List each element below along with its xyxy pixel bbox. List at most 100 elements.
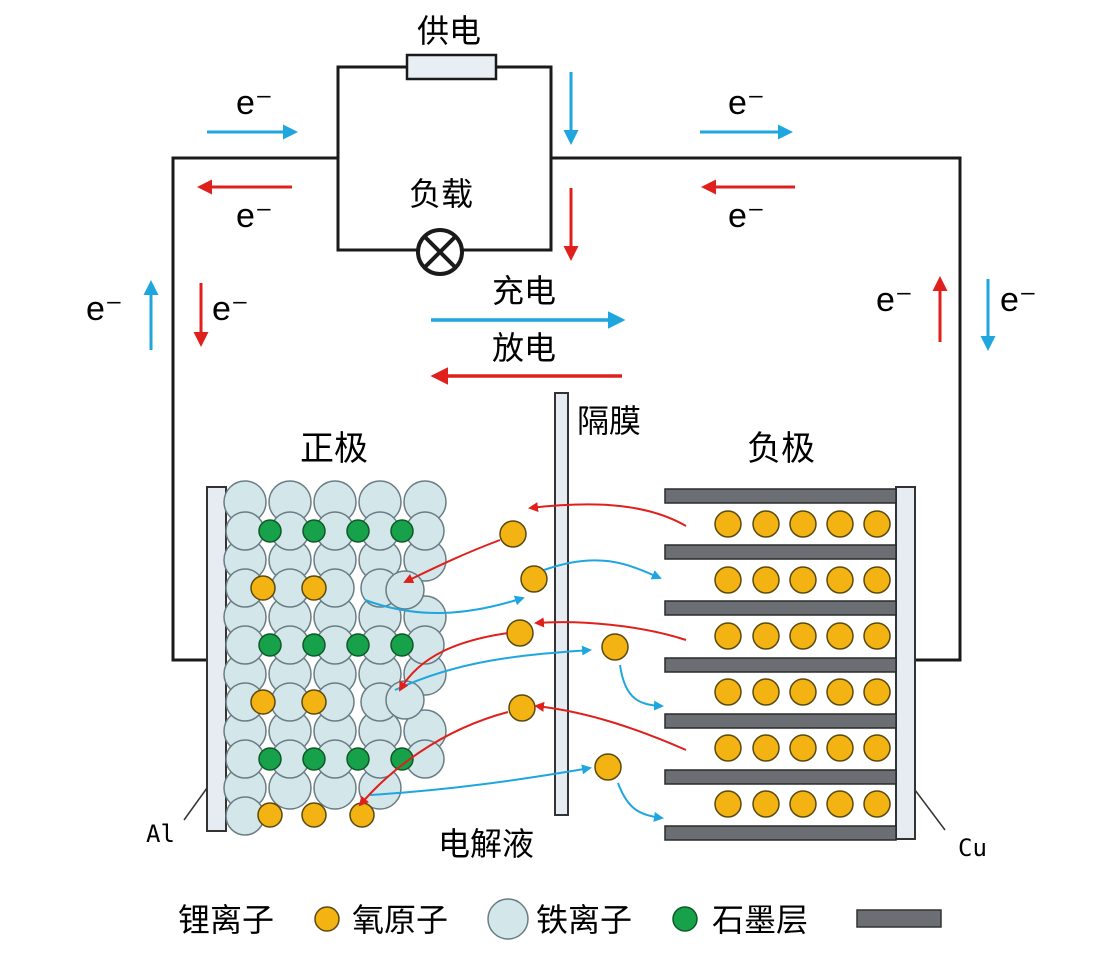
lithium-ion [752,734,780,762]
lithium-ion [520,565,548,593]
lithium-ion [250,575,276,601]
legend-graphite-icon [856,909,942,928]
anode-label: 负极 [747,429,815,469]
lithium-ion [789,622,817,650]
iron-ion [346,747,370,771]
iron-ion [390,519,414,543]
lithium-ion [301,802,327,828]
aluminum-collector [206,486,227,832]
anode-graphite-stack [664,488,897,841]
iron-ion [258,633,282,657]
discharge-ion-path [403,539,501,584]
lithium-ion [752,622,780,650]
load-label: 负载 [409,175,473,213]
charge-ion-path [394,645,592,691]
lithium-ion [714,510,742,538]
electron-label-top-right-discharge: e⁻ [728,197,765,235]
iron-ion [390,633,414,657]
legend: 锂离子 氧原子 铁离子 石墨层 [178,898,942,940]
iron-ion [346,633,370,657]
electron-label-top-left-discharge: e⁻ [236,197,273,235]
lithium-ion [714,678,742,706]
lithium-ion [789,678,817,706]
discharge-ion-path [399,632,509,692]
lithium-ion [789,790,817,818]
cu-label: Cu [958,834,987,862]
discharge-ion-path [534,617,687,641]
discharge-label: 放电 [492,329,556,367]
electron-label-right-charge: e⁻ [1000,281,1037,319]
graphite-layer [664,488,897,504]
power-supply-label: 供电 [417,12,481,50]
power-supply-resistor [405,53,498,81]
iron-ion [302,633,326,657]
charge-ion-path [369,764,592,796]
electron-label-right-discharge: e⁻ [876,281,913,319]
lithium-ion [752,510,780,538]
graphite-layer [664,600,897,616]
legend-oxygen-icon [487,898,529,940]
lithium-ion [863,678,891,706]
lithium-ion [250,689,276,715]
lithium-ion [714,566,742,594]
lithium-ion [257,802,283,828]
lithium-ion [499,520,527,548]
iron-ion [302,747,326,771]
graphite-layer [664,544,897,560]
charge-label: 充电 [492,272,556,310]
load-lamp-icon [416,228,464,276]
lithium-ion [826,510,854,538]
legend-oxygen-label: 氧原子 [352,901,448,939]
legend-lithium-icon [314,906,340,932]
discharge-ion-path [534,701,687,751]
lithium-ion [826,622,854,650]
lithium-ion [752,790,780,818]
electron-label-left-discharge: e⁻ [212,290,249,328]
copper-collector [895,486,916,840]
lithium-ion [601,633,629,661]
lithium-ion [714,790,742,818]
lithium-ion [863,734,891,762]
discharge-ion-path [358,711,509,807]
charge-ion-path [543,559,662,580]
lithium-ion [789,510,817,538]
lithium-ion [826,678,854,706]
migrating-ions [499,520,629,781]
lithium-ion [863,790,891,818]
lithium-ion [863,510,891,538]
iron-ion [258,747,282,771]
graphite-layer [664,657,897,673]
lithium-ion [752,678,780,706]
cathode-lattice [223,480,447,836]
lithium-ion [752,566,780,594]
iron-ion [302,519,326,543]
electrolyte-label: 电解液 [438,825,534,863]
graphite-layer [664,769,897,785]
iron-ion [390,747,414,771]
lithium-ion [301,689,327,715]
cu-leader-line [914,789,946,831]
lithium-ion [349,802,375,828]
discharge-ion-path [528,502,687,527]
charge-ion-path [619,664,664,711]
lithium-ion [508,694,536,722]
oxygen-atom [385,680,425,720]
legend-lithium-label: 锂离子 [178,901,274,939]
separator-label: 隔膜 [577,402,641,440]
lithium-ion [789,734,817,762]
cathode-label: 正极 [300,429,368,469]
lithium-ion [826,790,854,818]
right-wire [551,156,962,662]
al-leader-line [183,787,208,821]
graphite-layer [664,825,897,841]
electron-label-top-right-charge: e⁻ [728,84,765,122]
left-wire [171,156,338,662]
legend-iron-label: 铁离子 [536,901,632,939]
electron-label-left-charge: e⁻ [86,290,123,328]
lithium-ion [594,753,622,781]
lithium-ion [789,566,817,594]
circuit-loop [336,65,553,252]
lithium-ion [714,622,742,650]
